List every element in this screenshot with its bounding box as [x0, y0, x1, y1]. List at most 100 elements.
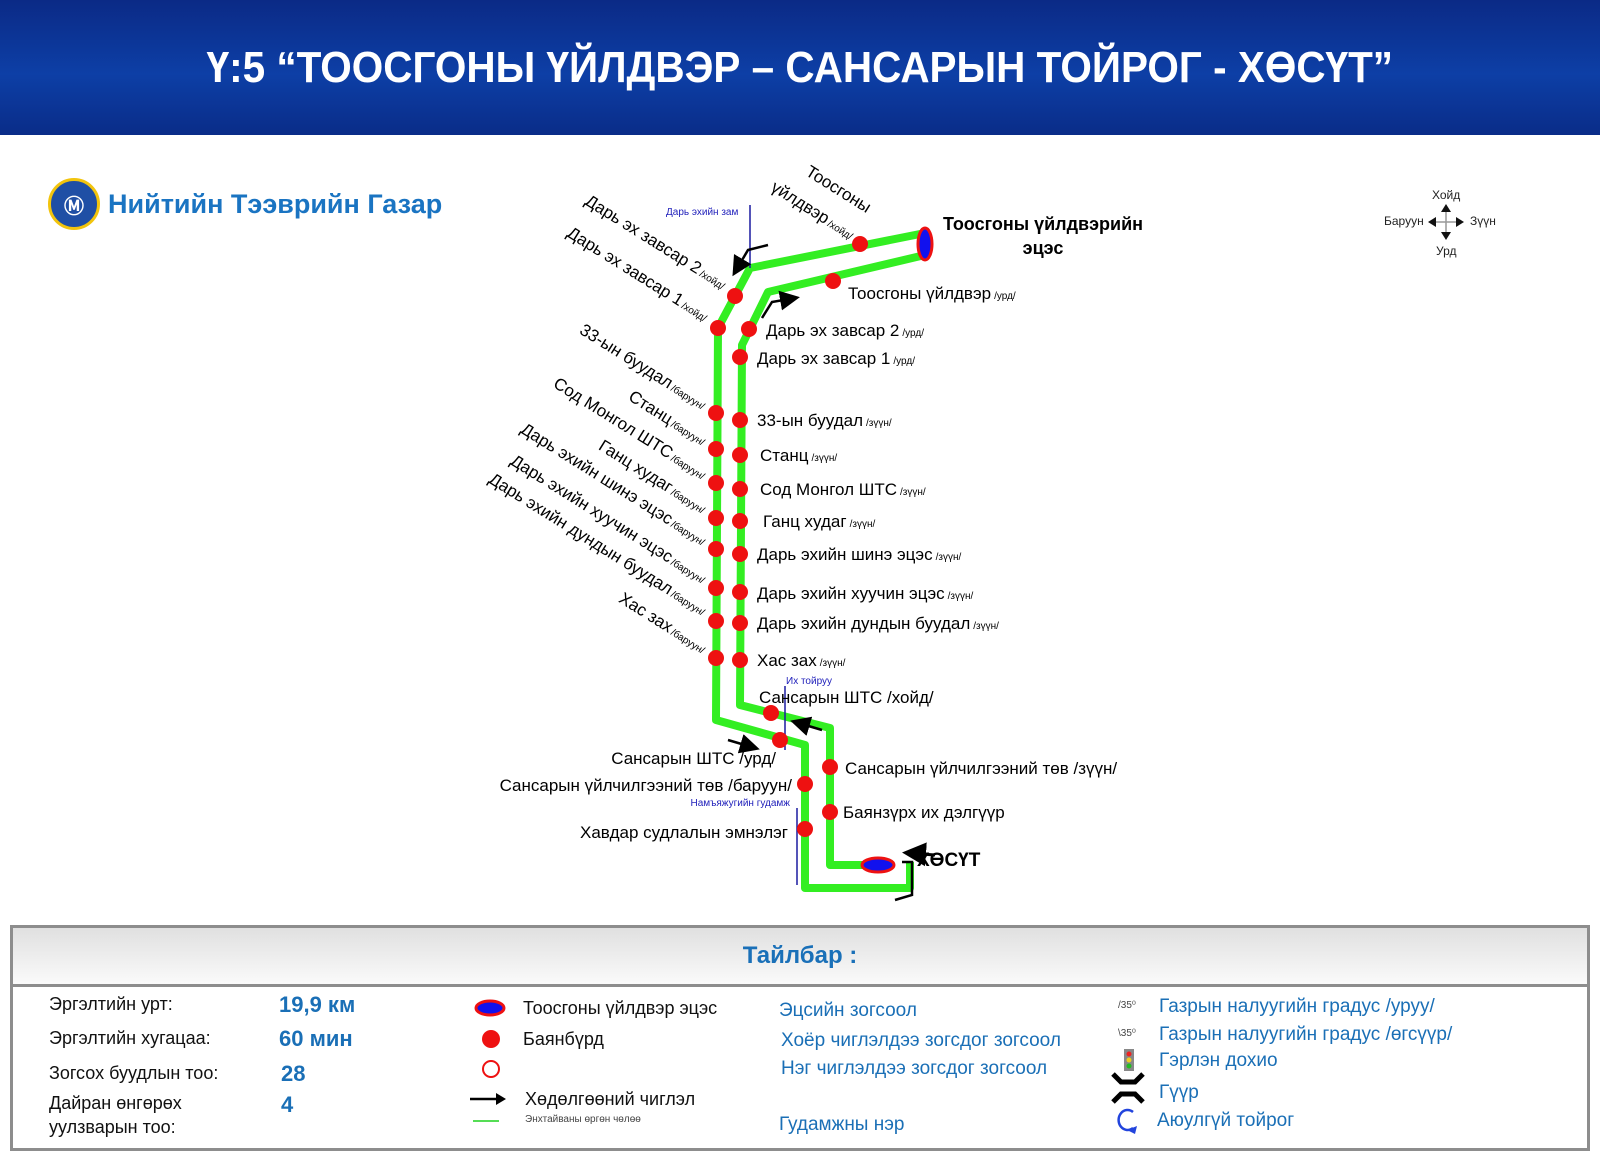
stop-label: Сансарын үйлчилгээний төв /баруун/: [500, 776, 793, 795]
header: Ү:5 “ТООСГОНЫ ҮЙЛДВЭР – САНСАРЫН ТОЙРОГ …: [0, 0, 1600, 135]
direction-arrow-icon: [727, 734, 760, 754]
stop-marker[interactable]: [708, 580, 724, 596]
stop-label: Хас зах/зүүн/: [757, 651, 846, 670]
legend-roundabout: Аюулгүй тойрог: [1157, 1110, 1295, 1131]
legend-bridge: Гүүр: [1159, 1082, 1199, 1103]
stop-marker[interactable]: [732, 481, 748, 497]
legend-direction: Хөдөлгөөний чиглэл: [525, 1089, 696, 1109]
stop-label: Дарь эхийн хуучин эцэс/зүүн/: [757, 584, 974, 603]
legend-terminal: Тоосгоны үйлдвэр эцэс: [523, 998, 718, 1018]
compass-north: Хойд: [1432, 188, 1461, 202]
stat-label: Эргэлтийн урт:: [49, 994, 173, 1014]
stop-label: Сансарын ШТС /хойд/: [759, 688, 934, 707]
stat-value: 28: [281, 1061, 306, 1086]
stop-marker[interactable]: [825, 273, 841, 289]
lower-stops: Сансарын ШТС /хойд/ Сансарын ШТС /урд/ С…: [500, 688, 1118, 842]
stop-marker[interactable]: [708, 441, 724, 457]
slope-down-icon: /35⁰: [1118, 1000, 1136, 1011]
direction-arrow-icon: [470, 1093, 506, 1105]
direction-arrow-icon: [790, 716, 823, 736]
stop-marker[interactable]: [708, 510, 724, 526]
stop-marker[interactable]: [732, 546, 748, 562]
meaning-terminal: Эцсийн зогсоол: [779, 1000, 917, 1021]
roundabout-icon: [1117, 1108, 1137, 1134]
stop-marker[interactable]: [708, 405, 724, 421]
stat-label: уулзварын тоо:: [49, 1117, 176, 1137]
stop-marker[interactable]: [741, 321, 757, 337]
legend-traffic-light: Гэрлэн дохио: [1159, 1050, 1278, 1071]
brand: Ⓜ Нийтийн Тээврийн Газар: [48, 178, 442, 230]
stop-label: Хавдар судлалын эмнэлэг: [580, 823, 788, 842]
stop-label: Тоосгоны үйлдвэр/урд/: [848, 284, 1016, 303]
stop-label: Ганц худаг/зүүн/: [763, 512, 875, 531]
stop-marker[interactable]: [732, 412, 748, 428]
stop-label: Хас зах/баруун/: [616, 589, 711, 658]
stop-label: Дарь эхийн дундын буудал/зүүн/: [757, 614, 999, 633]
stop-marker[interactable]: [708, 475, 724, 491]
route-line-north: [712, 229, 926, 892]
legend-street: Энхтайваны өргөн чөлөө: [525, 1114, 641, 1125]
stat-value: 60 мин: [279, 1026, 353, 1051]
brand-name: Нийтийн Тээврийн Газар: [108, 188, 443, 219]
stop-marker[interactable]: [708, 650, 724, 666]
stop-icon: [482, 1030, 500, 1048]
stop-marker[interactable]: [797, 776, 813, 792]
compass-east: Зүүн: [1470, 214, 1496, 228]
terminal-start-icon[interactable]: [916, 226, 934, 262]
stop-label: Сод Монгол ШТС/зүүн/: [760, 480, 926, 499]
terminal-end-icon[interactable]: [860, 856, 896, 874]
stop-marker[interactable]: [797, 821, 813, 837]
stop-marker[interactable]: [772, 732, 788, 748]
stop-label: Сансарын үйлчилгээний төв /зүүн/: [845, 759, 1117, 778]
stop-label: 33-ын буудал/зүүн/: [757, 411, 892, 430]
legend-slope-up: Газрын налуугийн градус /өгсүүр/: [1159, 1024, 1453, 1045]
stop-marker[interactable]: [732, 349, 748, 365]
legend-title: Тайлбар :: [742, 942, 858, 969]
compass: Хойд Баруун Зүүн Урд: [1380, 188, 1510, 263]
terminal-start-label: Тоосгоны үйлдвэрийн: [943, 214, 1143, 234]
one-way-stop-icon: [482, 1060, 500, 1078]
meaning-both: Хоёр чиглэлдээ зогсдог зогсоол: [781, 1030, 1061, 1051]
stop-label: Дарь эхийн шинэ эцэс/зүүн/: [757, 545, 961, 564]
stop-label: Сансарын ШТС /урд/: [611, 749, 776, 768]
terminal-icon: [474, 999, 506, 1017]
south-stops: Тоосгоны үйлдвэр/урд/ Дарь эх завсар 2/у…: [732, 273, 1016, 670]
stop-marker[interactable]: [708, 541, 724, 557]
legend-slope-down: Газрын налуугийн градус /уруу/: [1159, 996, 1435, 1017]
legend: Тайлбар : Эргэлтийн урт: 19,9 км Эргэлти…: [10, 925, 1590, 1151]
stat-label: Дайран өнгөрөх: [49, 1093, 182, 1113]
compass-arrows-icon: [1428, 204, 1464, 240]
stop-marker[interactable]: [708, 613, 724, 629]
stop-marker[interactable]: [852, 236, 868, 252]
meaning-street: Гудамжны нэр: [779, 1114, 905, 1135]
stop-marker[interactable]: [710, 320, 726, 336]
compass-west: Баруун: [1384, 214, 1424, 228]
traffic-light-icon: [1124, 1049, 1134, 1071]
street-label: Их тойруу: [786, 676, 832, 687]
stop-marker[interactable]: [732, 584, 748, 600]
logo-icon: Ⓜ: [48, 178, 100, 230]
route-line-south: [736, 251, 926, 869]
stop-label: Дарь эх завсар 2/урд/: [766, 321, 924, 340]
stop-marker[interactable]: [732, 652, 748, 668]
terminal-end-label: ХӨСҮТ: [917, 850, 981, 871]
direction-arrow-icon: [760, 290, 800, 319]
stop-marker[interactable]: [727, 288, 743, 304]
direction-arrow-icon: [732, 243, 769, 277]
stop-marker[interactable]: [732, 513, 748, 529]
bridge-icon: [1111, 1072, 1145, 1104]
stop-label: Станц/зүүн/: [760, 446, 837, 465]
stop-marker[interactable]: [763, 705, 779, 721]
terminal-start-label: эцэс: [1023, 238, 1064, 258]
stop-marker[interactable]: [732, 447, 748, 463]
stop-marker[interactable]: [822, 804, 838, 820]
route-map: Дарь эхийн зам Их тойруу Намъяжугийн гуд…: [485, 162, 1143, 902]
direction-arrow-icon: [902, 842, 936, 867]
page-title: Ү:5 “ТООСГОНЫ ҮЙЛДВЭР – САНСАРЫН ТОЙРОГ …: [206, 42, 1394, 92]
stop-marker[interactable]: [822, 759, 838, 775]
stat-value: 4: [281, 1092, 294, 1117]
meaning-one: Нэг чиглэлдээ зогсдог зогсоол: [781, 1058, 1048, 1079]
street-label: Дарь эхийн зам: [666, 207, 738, 218]
street-line-icon: [473, 1120, 499, 1122]
stop-marker[interactable]: [732, 615, 748, 631]
